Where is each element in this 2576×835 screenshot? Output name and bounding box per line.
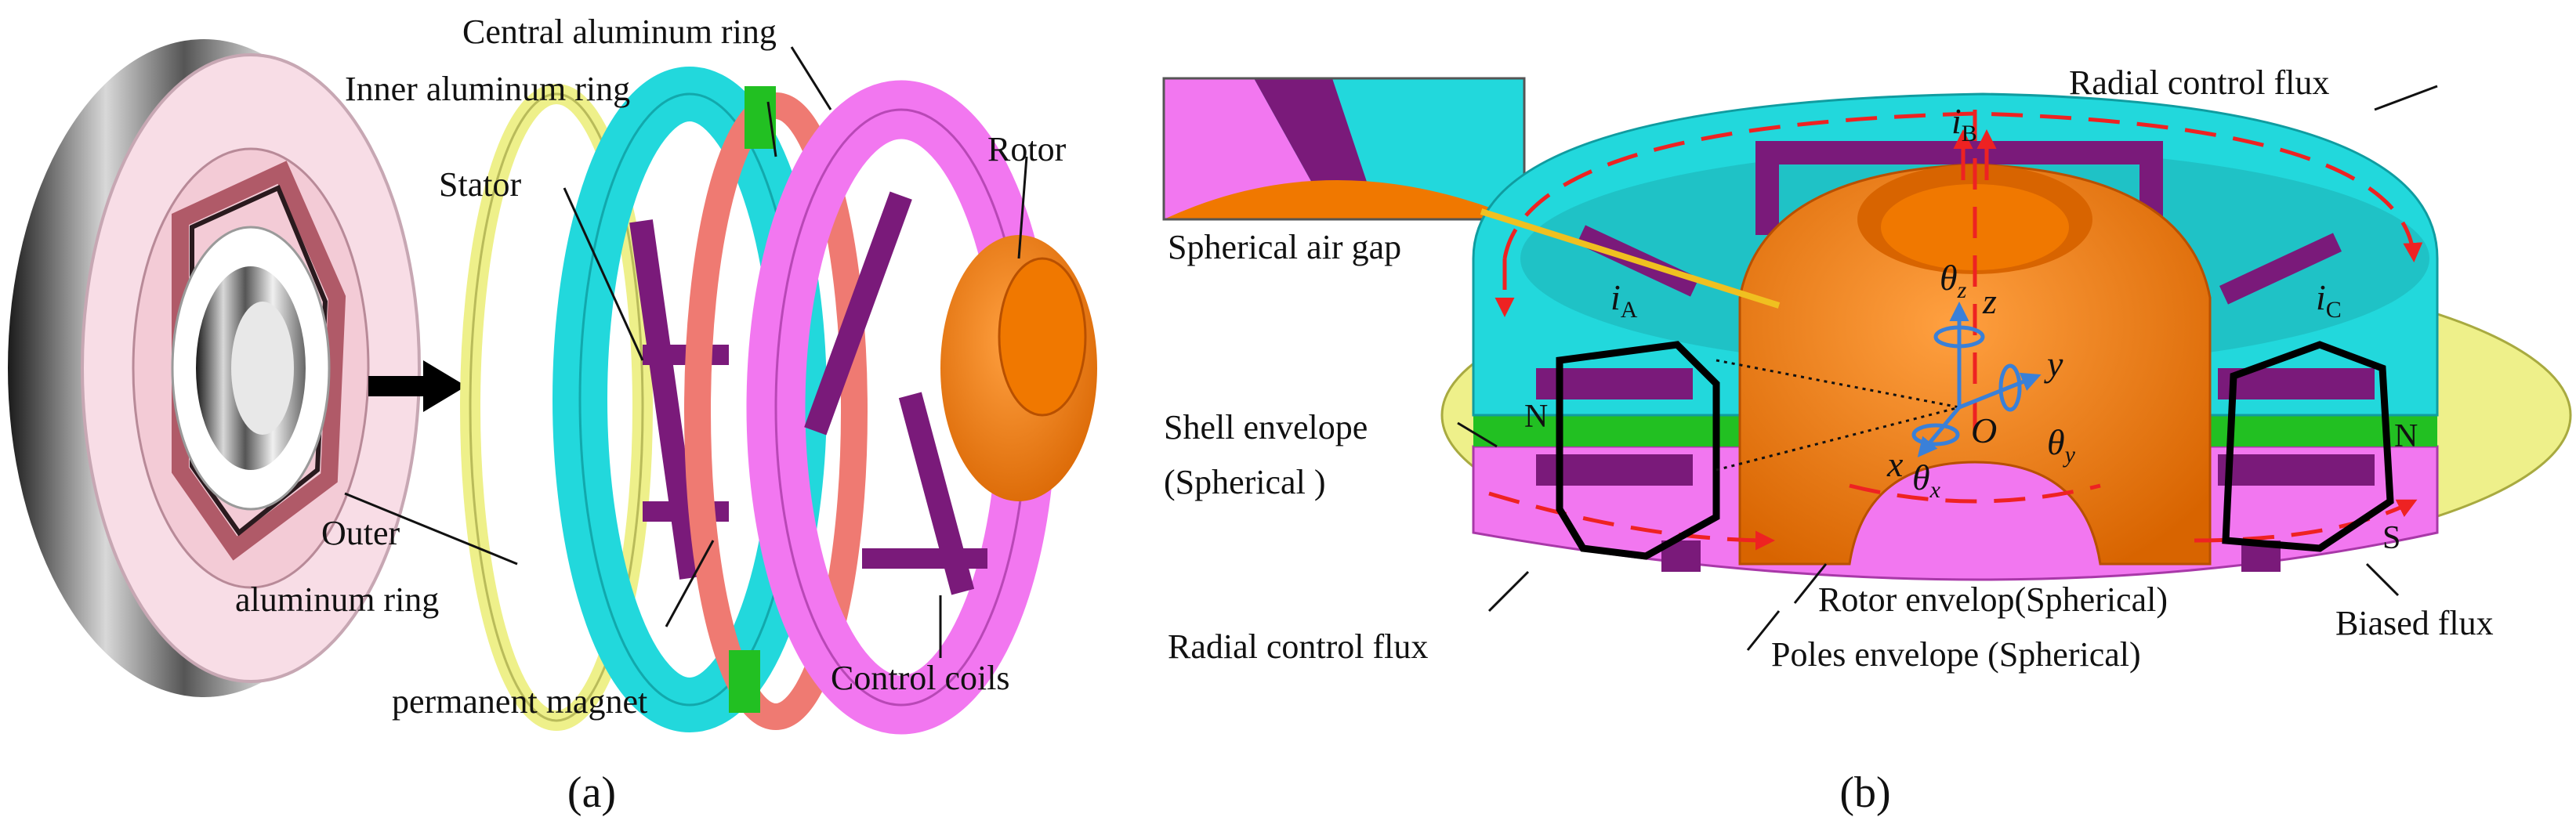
svg-text:θx: θx [1912, 457, 1941, 503]
label-spherical-gap: Spherical air gap [1168, 228, 1401, 266]
label-pole-n-left: N [1524, 399, 1548, 435]
origin-o: O [1971, 410, 1997, 450]
svg-text:θy: θy [2047, 422, 2076, 468]
svg-text:iC: iC [2316, 277, 2342, 323]
panel-b-leaders [1457, 85, 2438, 651]
current-a-sub: A [1621, 297, 1638, 323]
label-stator: Stator [439, 165, 521, 204]
outer-aluminum-ring-part [460, 84, 653, 731]
label-rotor-envelop: Rotor envelop(Spherical) [1818, 580, 2168, 619]
label-control-coils: Control coils [831, 659, 1010, 697]
label-outer-ring-line2: aluminum ring [235, 580, 439, 619]
assembly-arrow [368, 360, 466, 412]
flux-arrows-center [1953, 129, 1997, 180]
label-central-ring: Central aluminum ring [462, 13, 777, 51]
axis-y: y [2044, 344, 2063, 384]
rotor-part [940, 235, 1097, 501]
caption-b: (b) [1839, 768, 1890, 817]
label-poles-envelope: Poles envelope (Spherical) [1771, 635, 2141, 674]
current-c: i [2316, 277, 2326, 317]
label-permanent-magnet: permanent magnet [392, 682, 647, 721]
caption-a: (a) [567, 768, 616, 817]
label-biased-flux: Biased flux [2335, 604, 2494, 642]
current-a: i [1610, 277, 1621, 317]
air-gap-pointer [1480, 208, 1781, 309]
label-pole-s-right: S [2382, 520, 2400, 556]
axis-z: z [1982, 281, 1997, 321]
label-pole-n-right: N [2394, 418, 2418, 454]
theta-x: θ [1912, 457, 1930, 497]
svg-text:iA: iA [1610, 277, 1638, 323]
panel-a: Central aluminum ring Inner aluminum rin… [8, 13, 1097, 817]
label-radial-flux-top: Radial control flux [2069, 63, 2329, 102]
air-gap-inset [1162, 77, 1526, 221]
theta-z: θ [1940, 258, 1958, 298]
current-b: i [1951, 101, 1962, 141]
theta-y: θ [2047, 422, 2065, 462]
theta-y-sub: y [2063, 442, 2076, 468]
label-radial-flux-bottom: Radial control flux [1168, 627, 1428, 666]
coordinate-system [1911, 302, 2042, 457]
label-shell-envelope-line1: Shell envelope [1164, 408, 1368, 446]
panel-a-leaders [344, 46, 1028, 658]
current-b-sub: B [1962, 121, 1977, 146]
theta-x-sub: x [1929, 477, 1941, 503]
label-outer-ring-line1: Outer [321, 514, 400, 552]
flux-paths [1488, 110, 2423, 551]
label-inner-ring: Inner aluminum ring [345, 70, 630, 108]
axis-x: x [1886, 444, 1904, 484]
label-shell-envelope-line2: (Spherical ) [1164, 463, 1325, 501]
math-labels: iA iB iC θz z y O θy x θx [1610, 101, 2342, 503]
svg-text:θz: θz [1940, 258, 1967, 303]
bias-flux-loops [1556, 341, 2394, 560]
svg-text:iB: iB [1951, 101, 1977, 146]
panel-b: Radial control flux Spherical air gap Sh… [1162, 63, 2572, 817]
assembled-bearing [8, 39, 421, 697]
theta-z-sub: z [1957, 277, 1967, 303]
current-c-sub: C [2326, 297, 2342, 323]
label-rotor: Rotor [987, 130, 1067, 168]
dotted-rays [1716, 359, 1960, 472]
